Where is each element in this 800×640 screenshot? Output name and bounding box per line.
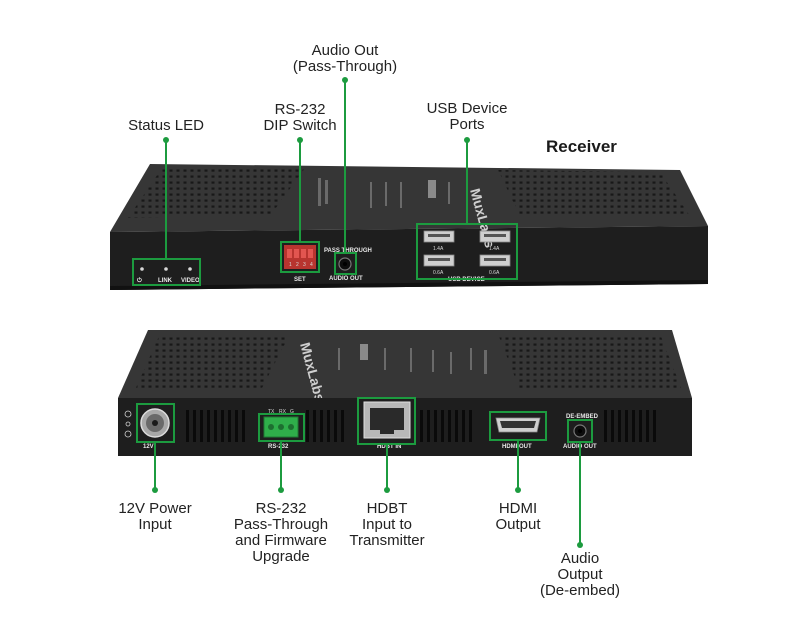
dip-number-4: 4 [310, 262, 313, 268]
callout-hdmi-line2: Output [495, 516, 541, 533]
callout-dots [152, 77, 583, 548]
callout-hdbt-line1: HDBT [366, 500, 408, 517]
led-video-label: VIDEO [181, 278, 200, 284]
hdmi-out-label: HDMI OUT [502, 444, 532, 450]
bottom-unit-vents-right [498, 334, 682, 390]
callout-audio-deembed-line2: Output [557, 566, 603, 583]
callout-audio-deembed-line3: (De-embed) [539, 582, 621, 599]
callout-hdmi-line1: HDMI [498, 500, 538, 517]
callout-rs232-fw-line3: and Firmware [235, 532, 327, 549]
callout-markers [132, 80, 593, 545]
callout-rs232-dip-line1: RS-232 [274, 101, 326, 118]
bottom-unit-vents-left [135, 334, 290, 390]
callout-rs232-fw-line1: RS-232 [255, 500, 307, 517]
rear-slots-right [604, 410, 656, 442]
callout-rs232-fw: RS-232 Pass-Through and Firmware Upgrade [234, 501, 328, 565]
callout-audio-deembed: Audio Output (De-embed) [540, 551, 620, 599]
pass-through-label: PASS THROUGH [324, 248, 372, 254]
audio-out-label: AUDIO OUT [329, 276, 363, 282]
callout-status-led: Status LED [128, 118, 204, 134]
top-unit-vents-right [498, 170, 690, 216]
receiver-heading: Receiver [546, 137, 617, 156]
led-video [188, 267, 192, 271]
callout-usb-ports-line2: Ports [449, 116, 485, 133]
dip-set-label: SET [294, 277, 306, 283]
callout-status-led-line1: Status LED [128, 117, 204, 134]
rs232-pin-tx: TX [268, 409, 275, 415]
callout-rs232-fw-line4: Upgrade [252, 548, 310, 565]
usb-current-bottom-left: 0.6A [433, 270, 444, 276]
bottom-unit-lid-print [338, 344, 487, 374]
callout-power-line1: 12V Power [118, 500, 192, 517]
callout-rs232-dip: RS-232 DIP Switch [263, 102, 336, 134]
rs232-label: RS-232 [268, 444, 289, 450]
callout-usb-ports: USB Device Ports [427, 101, 508, 133]
usb-current-bottom-right: 0.6A [489, 270, 500, 276]
rs232-pin-g: G [290, 409, 294, 415]
usb-current-top-right: 1.4A [489, 246, 500, 252]
callout-rs232-fw-line2: Pass-Through [233, 516, 329, 533]
callout-audio-deembed-line1: Audio [560, 550, 600, 567]
led-link-label: LINK [158, 278, 173, 284]
callout-hdbt: HDBT Input to Transmitter [349, 501, 424, 549]
polarity-icon [124, 410, 132, 438]
rear-slots-left [186, 410, 245, 442]
top-unit-front [110, 226, 708, 290]
callout-usb-ports-line1: USB Device [426, 100, 508, 117]
de-embed-label: DE-EMBED [566, 414, 599, 420]
callout-hdbt-line3: Transmitter [349, 532, 425, 549]
callout-audio-out-pass: Audio Out (Pass-Through) [293, 43, 397, 75]
led-link [164, 267, 168, 271]
callout-power-line2: Input [138, 516, 172, 533]
top-unit-vents-left [128, 168, 305, 218]
dip-number-1: 1 [289, 262, 292, 268]
callout-hdmi: HDMI Output [495, 501, 540, 533]
hdbt-in-label: HDBT IN [377, 444, 401, 450]
callout-rs232-dip-line2: DIP Switch [263, 117, 337, 134]
led-power-label: ⏻ [137, 277, 142, 284]
receiver-bottom-unit: MuxLabs [118, 330, 692, 456]
callout-audio-out-pass-line1: Audio Out [311, 42, 379, 59]
power-12v-label: 12V [143, 444, 154, 450]
top-unit-lid-print [318, 178, 450, 208]
receiver-top-unit: MuxLabs ⏻ LINK VIDEO 1 2 3 4 SET PASS TH… [110, 164, 708, 290]
callout-hdbt-line2: Input to [361, 516, 413, 533]
dip-number-3: 3 [303, 262, 306, 268]
rear-slots-middle [306, 410, 472, 442]
usb-current-top-left: 1.4A [433, 246, 444, 252]
dip-number-2: 2 [296, 262, 299, 268]
callout-power: 12V Power Input [118, 501, 191, 533]
rs232-pin-rx: RX [279, 409, 287, 415]
callout-audio-out-pass-line2: (Pass-Through) [292, 58, 398, 75]
led-power [140, 267, 144, 271]
